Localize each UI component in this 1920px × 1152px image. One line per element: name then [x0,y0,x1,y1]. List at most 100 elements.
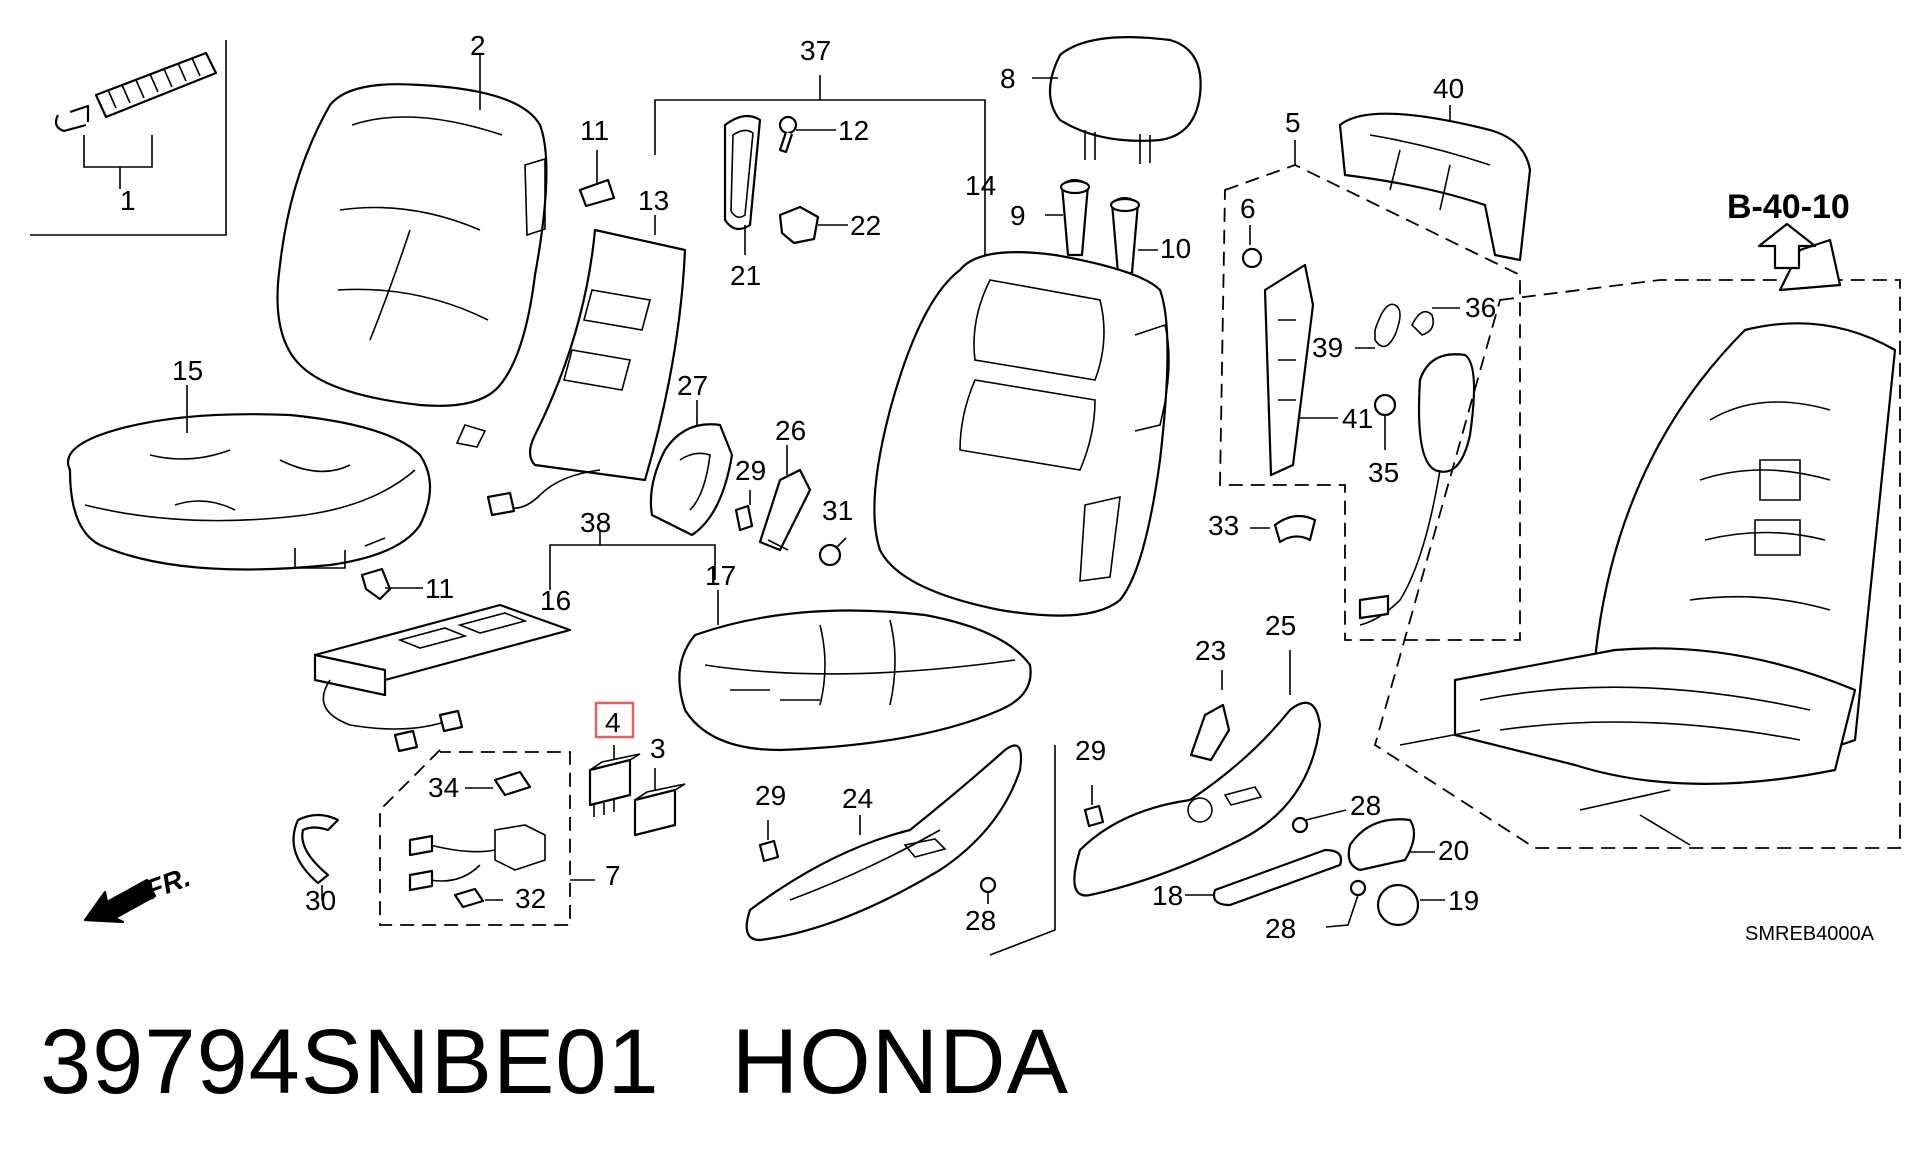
label-36: 36 [1465,292,1496,323]
part-16-cushion-pad [313,603,572,753]
label-39: 39 [1312,332,1343,363]
front-direction-arrow [83,878,157,924]
label-25: 25 [1265,610,1296,641]
side-airbag-module [1358,353,1476,626]
brand-name: HONDA [731,1011,1069,1113]
label-27: 27 [677,370,708,401]
diagram-code: SMREB4000A [1745,923,1875,945]
label-14: 14 [965,170,996,201]
label-15: 15 [172,355,203,386]
label-33: 33 [1208,510,1239,541]
label-21: 21 [730,260,761,291]
label-17: 17 [705,560,736,591]
seat-frame-assembly [1373,222,1901,849]
part-1-clips [30,40,227,236]
part-8-headrest [1032,36,1202,164]
part-29-clip-b [758,820,780,863]
part-28-screw-b [1291,809,1347,834]
label-6: 6 [1240,193,1256,224]
part-37-bracket [654,75,986,260]
label-40: 40 [1433,73,1464,104]
part-12-screw [778,115,836,154]
label-29-a: 29 [735,455,766,486]
part-32-clip [453,887,503,909]
front-direction-label: FR. [141,861,194,906]
part-40-cover [1338,105,1532,262]
label-12: 12 [838,115,869,146]
part-26-bracket [758,445,812,552]
part-34-clip [465,770,532,797]
part-24-side-trim [745,744,1023,942]
label-28-a: 28 [965,905,996,936]
part-27-cover [649,400,734,537]
part-31-clip [818,537,847,567]
label-5: 5 [1285,107,1301,138]
label-20: 20 [1438,835,1469,866]
part-36-clip [1411,307,1460,336]
callout-labels: 1 2 3 4 5 6 7 8 9 10 11 11 12 13 14 15 1… [120,30,1875,945]
part-22-clip [778,205,848,245]
label-31: 31 [822,495,853,526]
label-22: 22 [850,210,881,241]
label-2: 2 [470,30,486,61]
part-29-clip-a [734,490,754,532]
part-2-seat-back-cover [276,55,548,448]
part-29-clip-c [1083,785,1105,828]
part-30-band [292,813,340,900]
part-33-clip [1250,514,1317,544]
divider-line [989,745,1056,956]
label-34: 34 [428,772,459,803]
part-41-bracket [1263,263,1338,477]
label-37: 37 [800,35,831,66]
part-39-wire [1355,303,1401,349]
label-1: 1 [120,185,136,216]
label-30: 30 [305,885,336,916]
part-11-clip-upper [578,150,616,208]
label-28-b: 28 [1350,790,1381,821]
part-17-seat-cushion [678,590,1032,752]
label-11-upper: 11 [580,115,609,146]
part-25-side-cover [1073,650,1322,897]
part-5-group-bracket [1219,140,1521,641]
label-29-b: 29 [755,780,786,811]
part-38-bracket [549,530,716,590]
part-28-screw-c [1325,879,1367,928]
label-38: 38 [580,507,611,538]
part-10-headrest-guide [1109,196,1158,275]
part-21-trim [723,114,762,255]
part-15-seat-cushion-cover [67,385,431,571]
label-7: 7 [605,860,621,891]
label-23: 23 [1195,635,1226,666]
footer-caption: 39794SNBE01 HONDA [40,1010,1069,1115]
label-8: 8 [1000,63,1016,94]
label-35: 35 [1368,457,1399,488]
label-24: 24 [842,783,873,814]
part-number: 39794SNBE01 [40,1011,660,1113]
label-9: 9 [1010,200,1026,231]
label-29-c: 29 [1075,735,1106,766]
part-9-headrest-guide [1045,178,1091,257]
part-28-screw-a [979,876,997,904]
part-19-knob [1376,883,1445,927]
label-28-c: 28 [1265,913,1296,944]
part-13-seat-back-pad [486,215,687,517]
part-3-relay [633,768,686,837]
part-14-seat-back [873,251,1170,617]
label-41: 41 [1342,403,1373,434]
label-4: 4 [605,707,621,738]
part-20-knob [1347,818,1435,872]
label-10: 10 [1160,233,1191,264]
label-11-lower: 11 [425,573,454,604]
label-18: 18 [1152,880,1183,911]
part-18-lever [1185,848,1343,907]
part-7-harness-group [379,749,595,926]
label-32: 32 [515,883,546,914]
label-26: 26 [775,415,806,446]
reference-label: B-40-10 [1727,188,1850,226]
label-13: 13 [638,185,669,216]
label-4-highlight [594,701,635,739]
part-11-clip-lower [360,567,423,601]
label-16: 16 [540,585,571,616]
part-4-relay [588,745,641,817]
